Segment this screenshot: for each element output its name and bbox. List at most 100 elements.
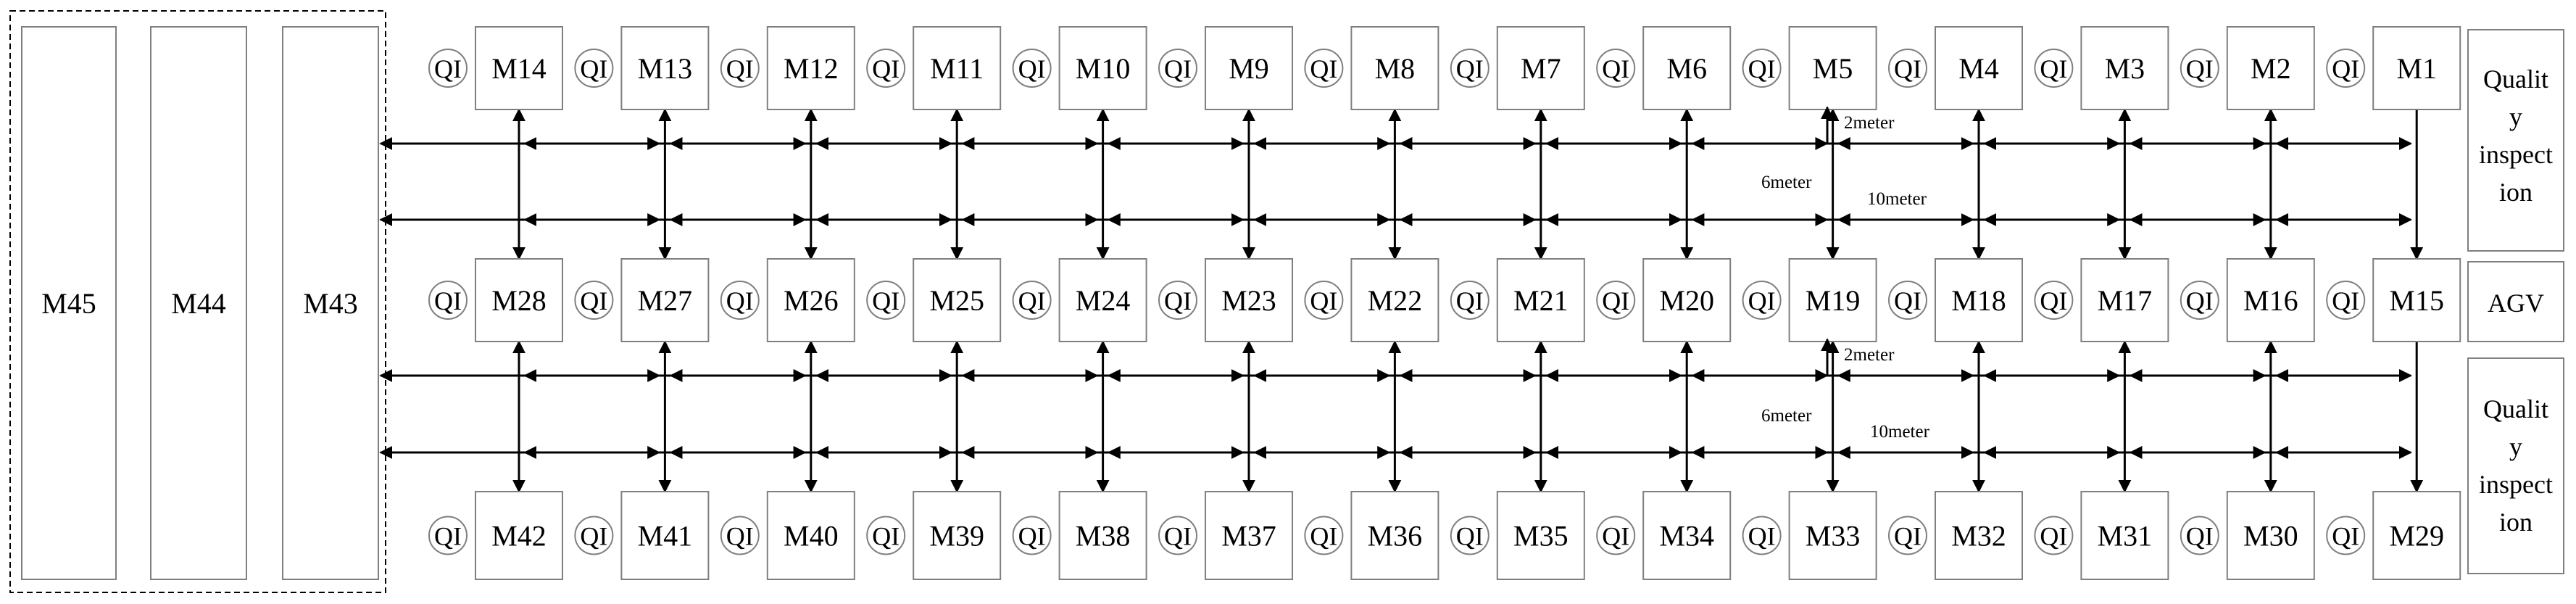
qi-station-circle [428,49,468,88]
machine-box [766,26,855,110]
machine-label: M16 [2243,284,2298,317]
machine-label: M39 [929,520,984,553]
qi-station-label: QI [434,522,462,551]
machine-box [1935,258,2023,342]
qi-station-label: QI [1602,54,1629,83]
qi-station-circle [720,49,760,88]
machine-label: M42 [491,520,547,553]
qi-station-label: QI [1310,522,1337,551]
machine-label: M11 [930,52,984,85]
qi-station-label: QI [1164,54,1192,83]
quality-inspection-label-top-line-2: y [2509,102,2522,131]
warehouse-label-m44: M44 [171,287,226,320]
qi-station-label: QI [580,54,607,83]
machine-box [913,258,1002,342]
qi-station-label: QI [1894,286,1921,315]
machine-box [1642,491,1732,580]
machine-box [1788,26,1877,110]
machine-box [620,258,710,342]
qi-station-label: QI [2040,54,2067,83]
machine-box [2226,258,2315,342]
qi-station-circle [2180,516,2219,555]
qi-station-circle [2326,281,2366,320]
qi-station-label: QI [1164,522,1192,551]
machine-label: M37 [1221,520,1276,553]
machine-label: M19 [1806,284,1861,317]
machine-label: M26 [784,284,839,317]
qi-station-circle [1450,281,1489,320]
warehouse-dashed-border [9,10,386,593]
quality-inspection-label-bottom-line-3: inspect [2479,470,2553,499]
machine-box [1496,258,1585,342]
quality-inspection-label-top-line-3: inspect [2479,140,2553,169]
qi-station-circle [1888,49,1927,88]
machine-label: M17 [2098,284,2153,317]
machine-label: M7 [1521,52,1561,85]
machine-label: M28 [491,284,547,317]
qi-station-circle [574,49,614,88]
qi-station-label: QI [1894,522,1921,551]
qi-station-label: QI [434,286,462,315]
quality-inspection-box-top [2467,29,2564,252]
quality-inspection-box-bottom [2467,357,2564,574]
qi-station-circle [1012,281,1052,320]
machine-box [1788,491,1877,580]
qi-station-label: QI [2186,522,2214,551]
distance-label-lower-2: 2meter [1844,345,1895,365]
machine-label: M32 [1951,520,2006,553]
qi-station-label: QI [1748,286,1776,315]
side-labels: Qualit y inspect ion AGV Qualit y inspec… [2467,29,2564,574]
qi-station-circle [1012,49,1052,88]
warehouse-region: M45 M44 M43 [9,10,386,593]
qi-station-circle [2034,281,2074,320]
distance-label-upper-10: 10meter [1867,189,1927,209]
qi-station-circle [866,49,906,88]
quality-inspection-label-bottom-line-2: y [2509,432,2522,461]
qi-station-label: QI [2040,286,2067,315]
warehouse-box-m44 [150,26,247,580]
qi-station-label: QI [2186,54,2214,83]
qi-station-label: QI [1602,286,1629,315]
machine-box [1058,26,1147,110]
machine-box [766,491,855,580]
qi-station-label: QI [1748,522,1776,551]
machine-box [1935,26,2023,110]
machine-box [1350,26,1439,110]
agv-box [2467,261,2564,342]
qi-station-label: QI [872,54,899,83]
machine-label: M22 [1368,284,1423,317]
machine-label: M3 [2105,52,2145,85]
qi-station-circle [720,516,760,555]
machine-label: M30 [2243,520,2298,553]
machine-box [475,26,563,110]
qi-station-label: QI [1456,286,1484,315]
qi-station-label: QI [1894,54,1921,83]
machine-box [913,26,1002,110]
machine-box [2080,491,2169,580]
machine-label: M24 [1076,284,1131,317]
qi-station-circle [2326,516,2366,555]
qi-station-circle [574,516,614,555]
segment-arrows [523,137,2412,459]
qi-station-label: QI [1310,54,1337,83]
machine-box [1496,26,1585,110]
qi-station-label: QI [726,522,754,551]
qi-station-label: QI [580,286,607,315]
machine-label: M33 [1806,520,1861,553]
machine-box [2226,491,2315,580]
distance-label-upper-6: 6meter [1761,173,1812,192]
machine-box [2372,491,2461,580]
machine-label: M6 [1666,52,1707,85]
qi-station-circle [1304,281,1344,320]
qi-station-circle [1888,281,1927,320]
machine-label: M9 [1229,52,1269,85]
machine-box [1058,258,1147,342]
machine-box [1350,491,1439,580]
qi-station-circle [2180,49,2219,88]
machine-label: M5 [1813,52,1853,85]
machine-box [620,26,710,110]
machine-label: M10 [1076,52,1131,85]
qi-station-label: QI [2040,522,2067,551]
